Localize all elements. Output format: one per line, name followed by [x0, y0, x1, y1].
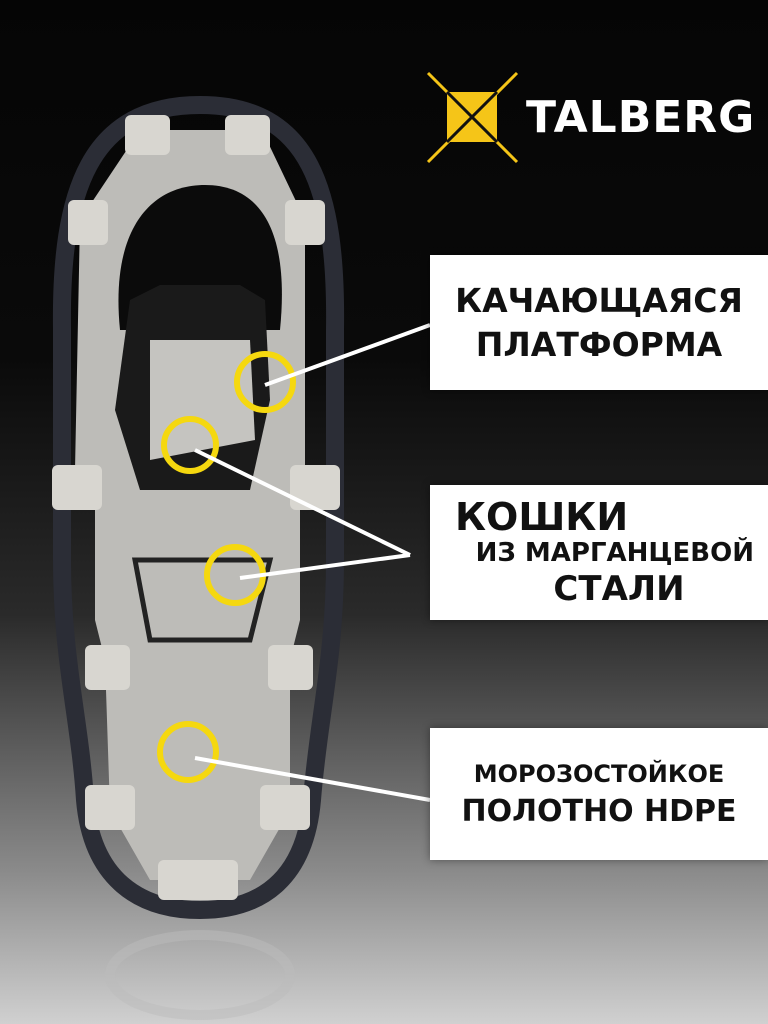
brand-logo: TALBERG — [425, 70, 755, 165]
brand-logo-icon — [426, 71, 519, 164]
callout-crampons: Кошки из марганцевой стали — [430, 485, 768, 620]
callout-text: из марганцевой — [475, 537, 754, 568]
callout-text: Кошки — [455, 494, 629, 539]
callout-text: полотно HDPE — [461, 794, 737, 829]
callout-text: Качающаяся — [455, 280, 743, 320]
callout-hdpe-deck: Морозостойкое полотно HDPE — [430, 728, 768, 860]
brand-name: TALBERG — [526, 92, 756, 143]
callout-text: стали — [553, 568, 685, 609]
tubular-frame — [52, 95, 345, 920]
highlight-markers — [157, 351, 296, 783]
callout-text: Морозостойкое — [473, 760, 725, 788]
callout-text: платформа — [475, 324, 723, 364]
callout-rocking-platform: Качающаяся платформа — [430, 255, 768, 390]
